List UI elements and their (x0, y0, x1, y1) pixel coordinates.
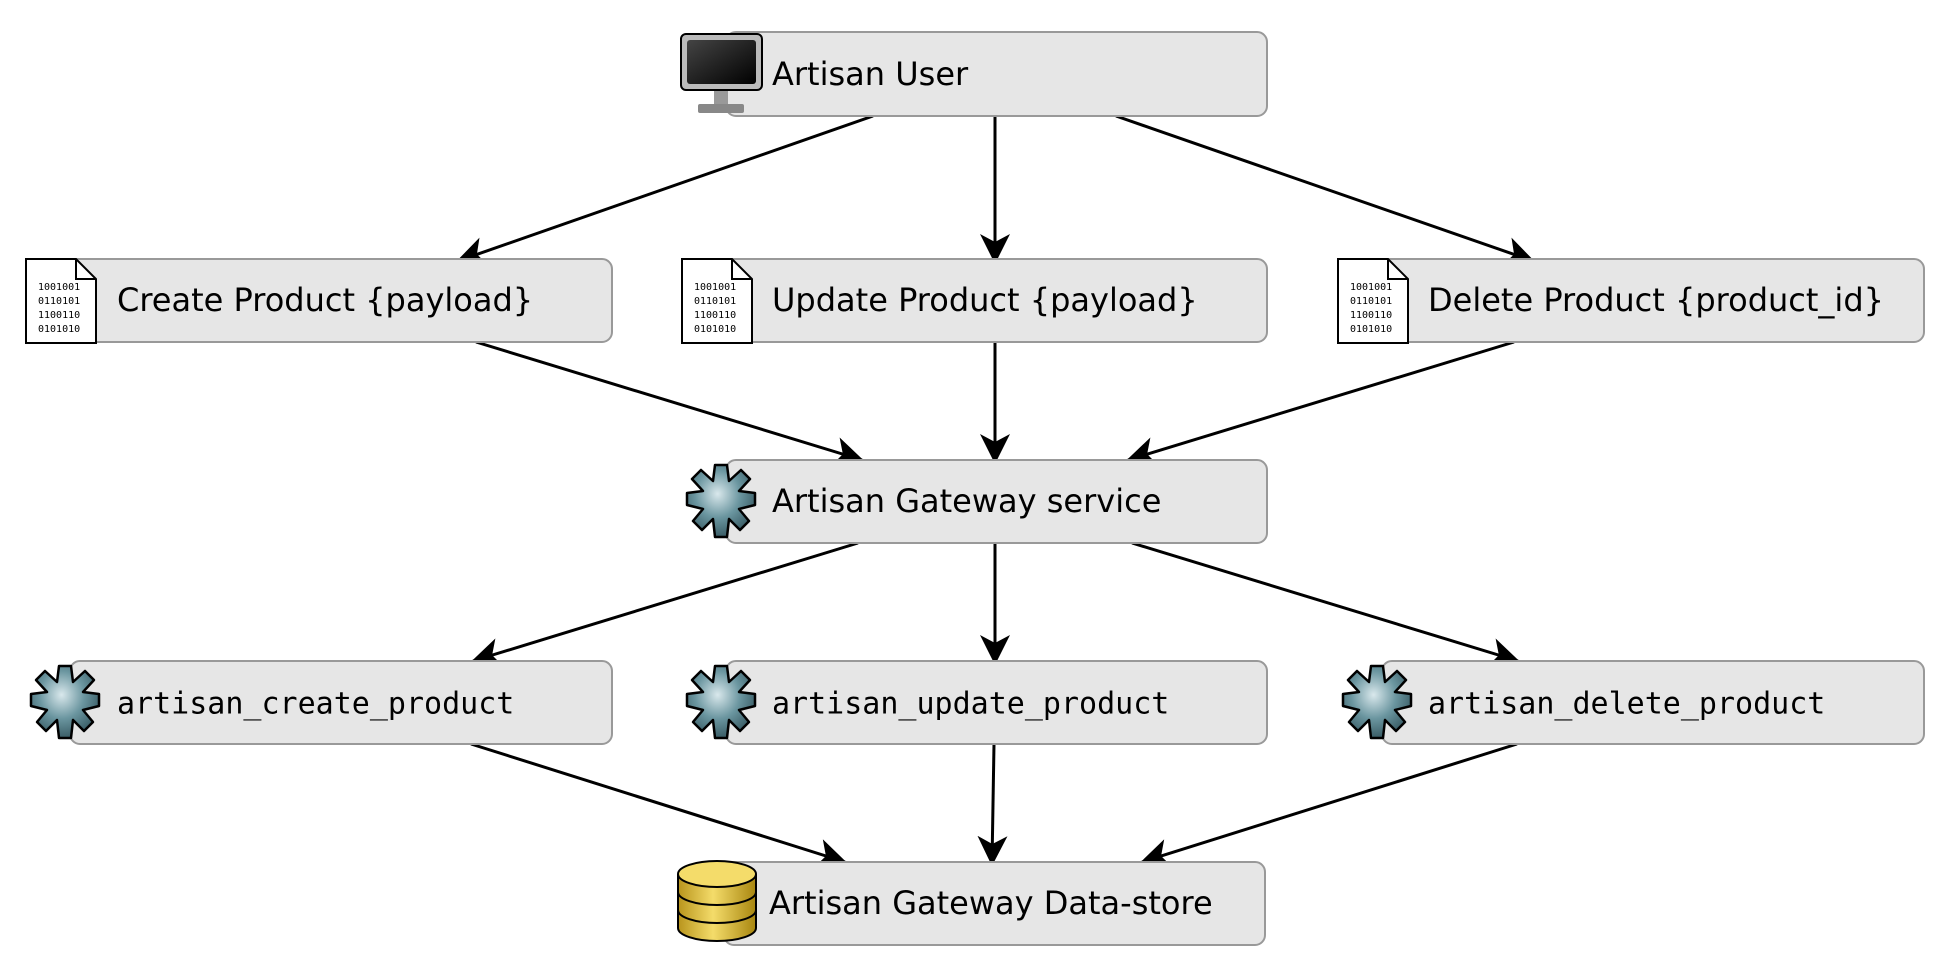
edge-user-to-create (456, 114, 874, 266)
svg-text:1100110: 1100110 (694, 310, 736, 321)
node-label: Create Product {payload} (117, 281, 533, 319)
database-icon (677, 860, 757, 942)
node-artisan-create-product[interactable]: artisan_create_product (29, 660, 613, 745)
node-create-product[interactable]: 1001001 0110101 1100110 0101010 Create P… (25, 258, 613, 344)
node-artisan-update-product[interactable]: artisan_update_product (685, 660, 1268, 745)
edge-user-to-delete (1115, 114, 1535, 266)
document-icon: 1001001 0110101 1100110 0101010 (25, 258, 97, 344)
svg-text:1001001: 1001001 (694, 282, 736, 293)
svg-text:0101010: 0101010 (1350, 324, 1392, 335)
node-label: Artisan Gateway service (772, 482, 1161, 520)
node-gateway-service[interactable]: Artisan Gateway service (685, 459, 1268, 544)
svg-text:1100110: 1100110 (1350, 310, 1392, 321)
node-artisan-user[interactable]: Artisan User (680, 31, 1268, 117)
svg-text:0110101: 0110101 (38, 296, 80, 307)
service-gear-icon (29, 664, 101, 740)
edge-gateway-to-artisan-delete (1131, 541, 1520, 668)
edge-artisan-delete-to-datastore (1140, 742, 1518, 868)
monitor-icon (680, 33, 763, 113)
svg-text:0101010: 0101010 (38, 324, 80, 335)
edges (456, 114, 1535, 868)
node-update-product[interactable]: 1001001 0110101 1100110 0101010 Update P… (681, 258, 1268, 344)
document-icon: 1001001 0110101 1100110 0101010 (1337, 258, 1409, 344)
edge-artisan-create-to-datastore (470, 742, 847, 868)
node-label: artisan_update_product (772, 687, 1169, 722)
edge-gateway-to-artisan-create (471, 541, 859, 668)
node-label: artisan_create_product (117, 687, 514, 722)
node-label: artisan_delete_product (1428, 687, 1825, 722)
svg-text:1100110: 1100110 (38, 310, 80, 321)
service-gear-icon (685, 463, 757, 539)
node-label: Update Product {payload} (772, 281, 1198, 319)
svg-text:0101010: 0101010 (694, 324, 736, 335)
edge-create-to-gateway (475, 340, 864, 467)
svg-text:0110101: 0110101 (1350, 296, 1392, 307)
edge-delete-to-gateway (1126, 340, 1515, 467)
edge-artisan-update-to-datastore (977, 743, 1008, 866)
node-delete-product[interactable]: 1001001 0110101 1100110 0101010 Delete P… (1337, 258, 1925, 344)
node-label: Artisan User (772, 55, 969, 93)
node-artisan-delete-product[interactable]: artisan_delete_product (1341, 660, 1925, 745)
node-label: Delete Product {product_id} (1428, 281, 1884, 319)
svg-text:0110101: 0110101 (694, 296, 736, 307)
service-gear-icon (1341, 664, 1413, 740)
node-datastore[interactable]: Artisan Gateway Data-store (677, 860, 1266, 946)
svg-text:1001001: 1001001 (1350, 282, 1392, 293)
svg-text:1001001: 1001001 (38, 282, 80, 293)
document-icon: 1001001 0110101 1100110 0101010 (681, 258, 753, 344)
service-gear-icon (685, 664, 757, 740)
node-label: Artisan Gateway Data-store (769, 884, 1213, 922)
